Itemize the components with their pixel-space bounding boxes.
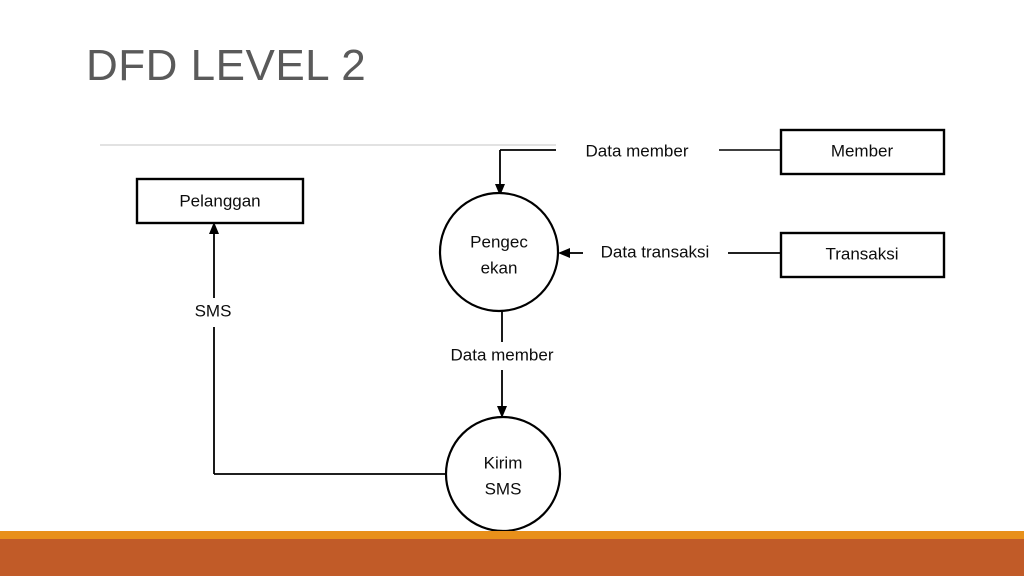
page-title: DFD LEVEL 2	[86, 41, 367, 90]
entity-pelanggan[interactable]: Pelanggan	[135, 177, 305, 225]
flow-data-member-in: Data member	[495, 141, 781, 196]
process-kirim-sms[interactable]: Kirim SMS	[444, 415, 562, 533]
process-kirim-sms-label-line2: SMS	[485, 479, 522, 498]
entity-transaksi-box[interactable]	[779, 231, 946, 279]
arrowhead-up-pelanggan	[209, 222, 219, 234]
process-pengecekan[interactable]: Pengec ekan	[438, 191, 560, 313]
footer-accent-stripe	[0, 531, 1024, 539]
flow-label-data-member-in: Data member	[586, 141, 689, 160]
process-pengecekan-circle[interactable]	[438, 191, 560, 313]
entity-transaksi[interactable]: Transaksi	[779, 231, 946, 279]
flow-sms-out: SMS	[195, 222, 447, 475]
entity-member-box[interactable]	[779, 128, 946, 176]
process-kirim-sms-circle[interactable]	[444, 415, 562, 533]
process-kirim-sms-label-line1: Kirim	[484, 453, 523, 472]
entity-pelanggan-box[interactable]	[135, 177, 305, 225]
flow-data-member-down: Data member	[451, 311, 554, 418]
arrowhead-down-pengecekan	[495, 184, 505, 196]
process-pengecekan-label-line2: ekan	[481, 258, 518, 277]
entity-pelanggan-label: Pelanggan	[179, 191, 260, 210]
process-pengecekan-label-line1: Pengec	[470, 232, 528, 251]
entity-transaksi-label: Transaksi	[825, 244, 898, 263]
flow-label-sms: SMS	[195, 301, 232, 320]
arrowhead-down-kirim-sms	[497, 406, 507, 418]
footer-band	[0, 539, 1024, 576]
flow-label-data-member-down: Data member	[451, 345, 554, 364]
arrowhead-left-pengecekan	[558, 248, 570, 258]
flow-data-transaksi: Data transaksi	[558, 242, 781, 261]
entity-member-label: Member	[831, 141, 894, 160]
flow-label-data-transaksi: Data transaksi	[601, 242, 710, 261]
entity-member[interactable]: Member	[779, 128, 946, 176]
